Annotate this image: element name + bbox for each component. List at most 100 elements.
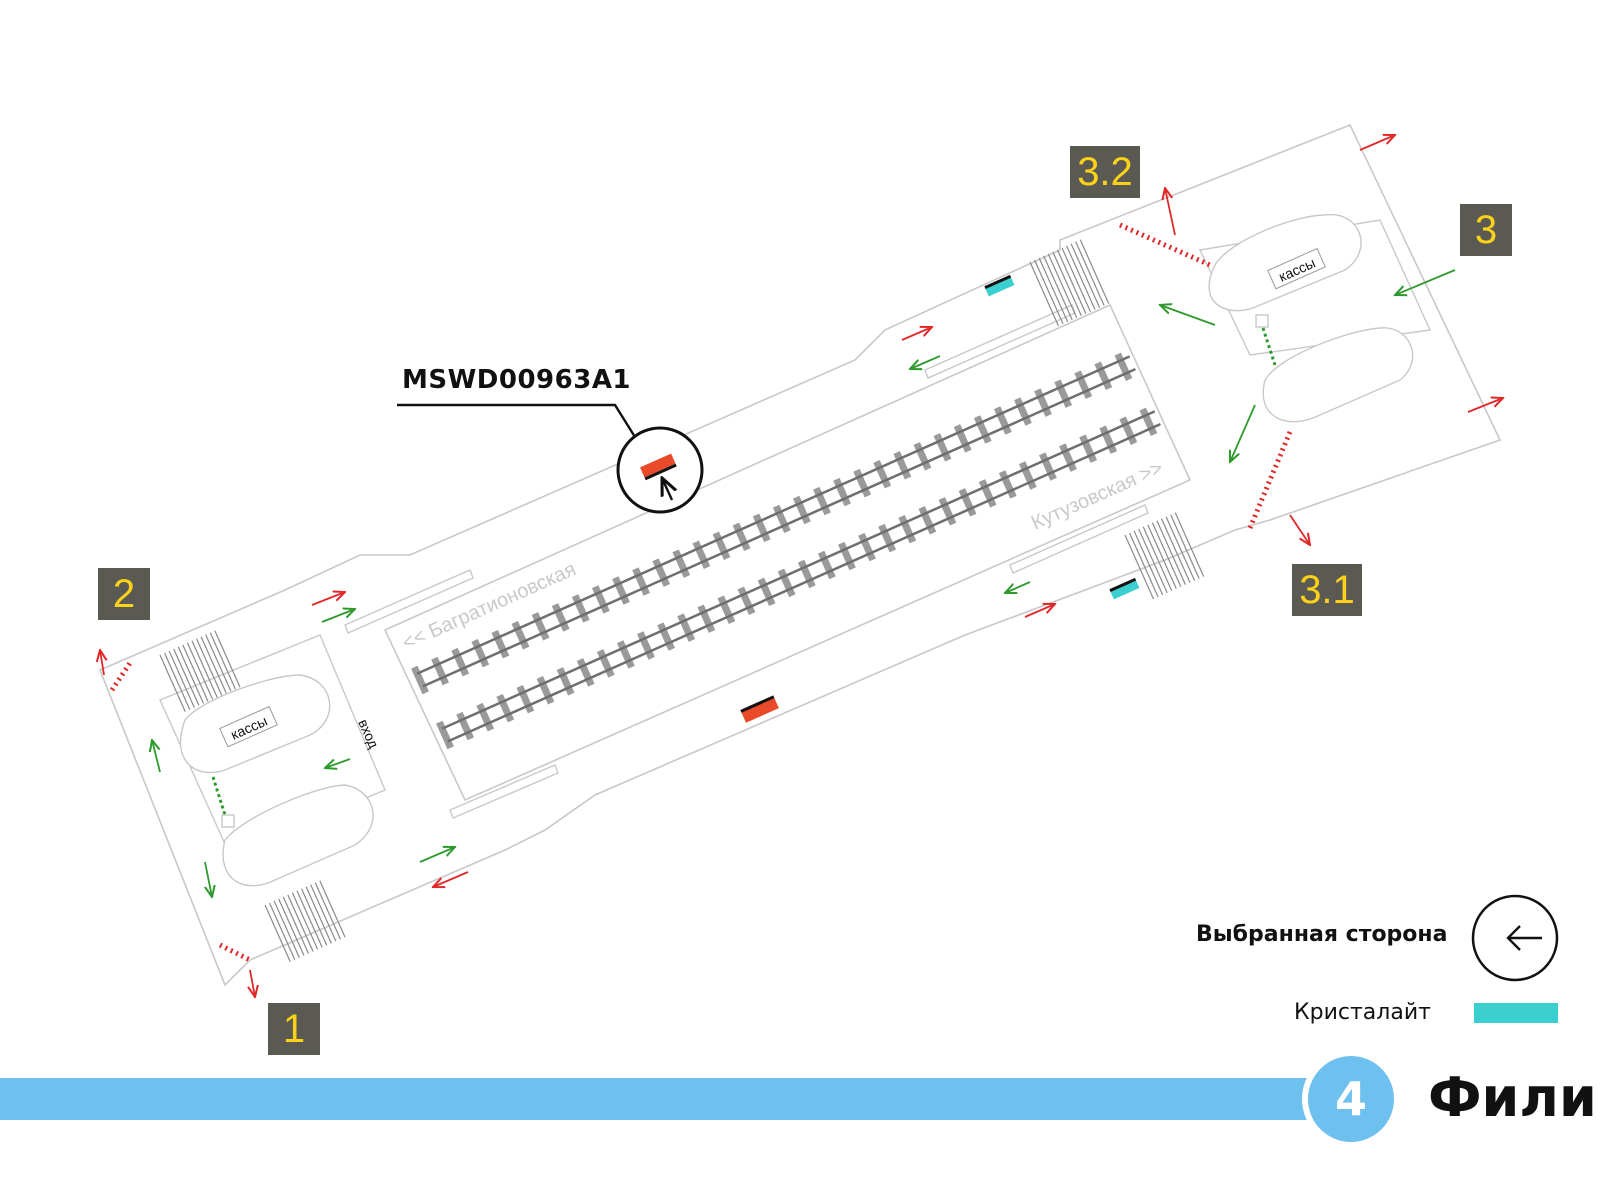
view-direction-icon xyxy=(662,478,672,501)
sleeper xyxy=(1039,452,1057,481)
stair-block xyxy=(264,880,346,962)
arrow-left-icon xyxy=(1506,925,1542,951)
sleeper xyxy=(652,558,671,587)
sleeper xyxy=(993,406,1012,435)
sleeper xyxy=(712,531,731,560)
sleeper xyxy=(511,621,530,650)
sleeper xyxy=(732,522,751,552)
entry-arrow xyxy=(1005,581,1031,593)
sleeper xyxy=(697,604,716,633)
flow-arrows xyxy=(100,135,1503,997)
sleeper xyxy=(556,667,575,696)
sleeper xyxy=(893,451,912,480)
exit-arrow xyxy=(1165,188,1176,236)
sleeper xyxy=(576,658,595,687)
sleeper xyxy=(516,684,535,714)
stair-block xyxy=(1029,239,1110,327)
exit-arrow xyxy=(250,969,255,997)
sleeper xyxy=(1114,352,1133,382)
ad-panel-platform xyxy=(741,697,779,723)
sleeper xyxy=(1099,425,1118,454)
sleeper xyxy=(973,415,992,444)
entry-arrow xyxy=(321,609,355,623)
station-outline xyxy=(98,123,1502,987)
sleeper xyxy=(737,586,756,615)
track xyxy=(436,407,1161,750)
sleeper xyxy=(918,506,937,535)
sleeper xyxy=(657,622,675,651)
exit-arrow xyxy=(1024,604,1055,618)
sleeper xyxy=(1059,443,1077,472)
sleeper xyxy=(531,612,550,641)
sleeper xyxy=(958,488,977,517)
kristalight-panel-top xyxy=(985,276,1015,297)
exit-arrow xyxy=(1359,135,1395,151)
sleeper xyxy=(833,477,851,507)
sleeper xyxy=(938,497,957,526)
sleeper xyxy=(858,532,876,562)
rail xyxy=(416,355,1131,675)
sleeper xyxy=(476,702,495,732)
exit-arrow xyxy=(1289,514,1310,545)
sleeper xyxy=(637,631,655,660)
exit-arrow xyxy=(901,327,932,341)
sleeper xyxy=(1034,388,1052,417)
sleeper xyxy=(1139,407,1158,437)
sleeper xyxy=(772,504,791,534)
rail xyxy=(447,422,1161,743)
sleeper xyxy=(451,647,470,677)
railway-tracks xyxy=(411,352,1161,750)
sleeper xyxy=(777,568,796,598)
exit-badge-3-2: 3.2 xyxy=(1070,146,1140,198)
sleeper xyxy=(692,540,711,569)
sleeper xyxy=(853,468,872,498)
rail xyxy=(422,367,1136,688)
sleeper xyxy=(491,629,510,659)
sleeper xyxy=(1014,397,1032,426)
sleeper xyxy=(436,720,454,750)
sleeper xyxy=(1094,361,1113,390)
sleeper xyxy=(672,549,691,578)
entry-arrow xyxy=(325,758,351,768)
ad-panels xyxy=(740,274,1140,723)
sleeper xyxy=(813,486,831,516)
sleeper xyxy=(536,676,555,705)
ticket-islands-right xyxy=(1208,214,1414,423)
sleeper xyxy=(496,693,515,723)
sleeper xyxy=(873,459,892,489)
turnstile-lines xyxy=(109,222,1293,963)
kristalight-legend-swatch xyxy=(1474,1003,1558,1023)
selected-ad-panel xyxy=(640,453,676,478)
sleeper xyxy=(677,613,696,642)
entry-arrow xyxy=(1395,269,1456,295)
stair-block xyxy=(1124,512,1205,600)
exit-badge-2: 2 xyxy=(98,568,150,620)
sleeper xyxy=(797,559,816,589)
rail xyxy=(441,410,1156,730)
selected-panel-callout xyxy=(397,403,704,514)
metro-line-bar xyxy=(0,1078,1320,1120)
sleeper xyxy=(612,576,630,605)
track xyxy=(411,352,1136,695)
sleeper xyxy=(632,567,650,596)
entry-arrow xyxy=(419,847,455,863)
sleeper xyxy=(1074,370,1093,399)
sleeper xyxy=(757,577,776,607)
legend-selected-side: Выбранная сторона xyxy=(1196,922,1448,947)
station-name: Фили xyxy=(1428,1066,1597,1129)
sleeper xyxy=(817,550,836,580)
platform-outline xyxy=(383,303,1192,802)
sleeper xyxy=(998,470,1017,499)
exit-arrow xyxy=(100,650,104,676)
entry-arrow xyxy=(910,355,941,369)
sleeper xyxy=(591,585,610,614)
sleeper xyxy=(1119,416,1138,445)
line-number-badge: 4 xyxy=(1302,1050,1400,1148)
sleeper xyxy=(431,656,449,686)
stair-block xyxy=(159,630,241,712)
entry-arrow xyxy=(1230,404,1256,462)
entrance-label: вход xyxy=(355,717,382,751)
sleeper xyxy=(411,665,429,695)
sleeper xyxy=(1018,461,1037,490)
